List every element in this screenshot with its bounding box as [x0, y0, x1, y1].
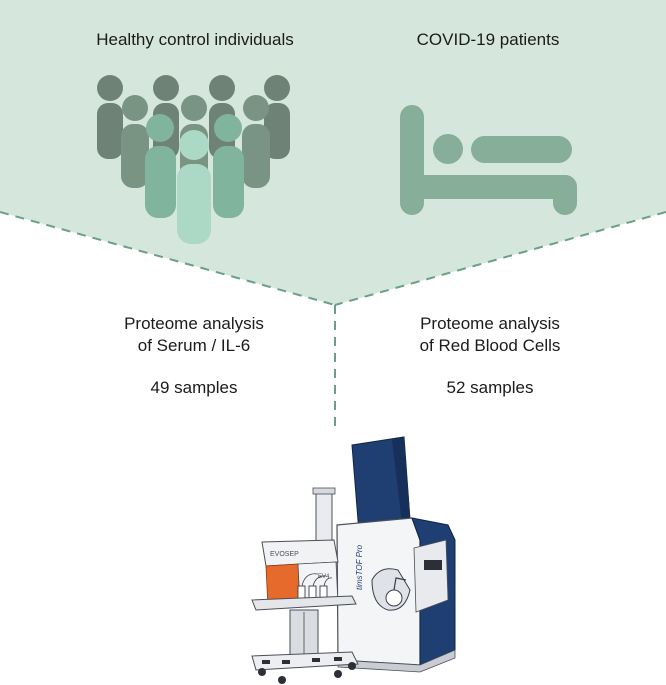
instrument-side-label: timsTOF Pro [355, 544, 364, 590]
healthy-group-label: Healthy control individuals [96, 30, 294, 49]
covid-analysis-line1: Proteome analysis [420, 314, 560, 333]
covid-sample-count: 52 samples [446, 378, 534, 397]
healthy-sample-count: 49 samples [150, 378, 238, 397]
healthy-analysis-text: Proteome analysis of Serum / IL-6 [84, 313, 304, 357]
covid-analysis-line2: of Red Blood Cells [419, 336, 561, 355]
people-group-icon [97, 75, 290, 244]
covid-group-label: COVID-19 patients [416, 30, 560, 49]
healthy-analysis-line1: Proteome analysis [124, 314, 264, 333]
hospital-bed-icon [400, 105, 577, 215]
mass-spectrometer-icon: timsTOF Pro EVOSEP EV4 [251, 436, 456, 684]
lc-panel-label: EV4 [318, 574, 330, 580]
dashed-divider-left [0, 211, 336, 306]
covid-analysis-text: Proteome analysis of Red Blood Cells [380, 313, 600, 357]
healthy-analysis-line2: of Serum / IL-6 [137, 336, 251, 355]
lc-brand-label: EVOSEP [270, 551, 299, 558]
